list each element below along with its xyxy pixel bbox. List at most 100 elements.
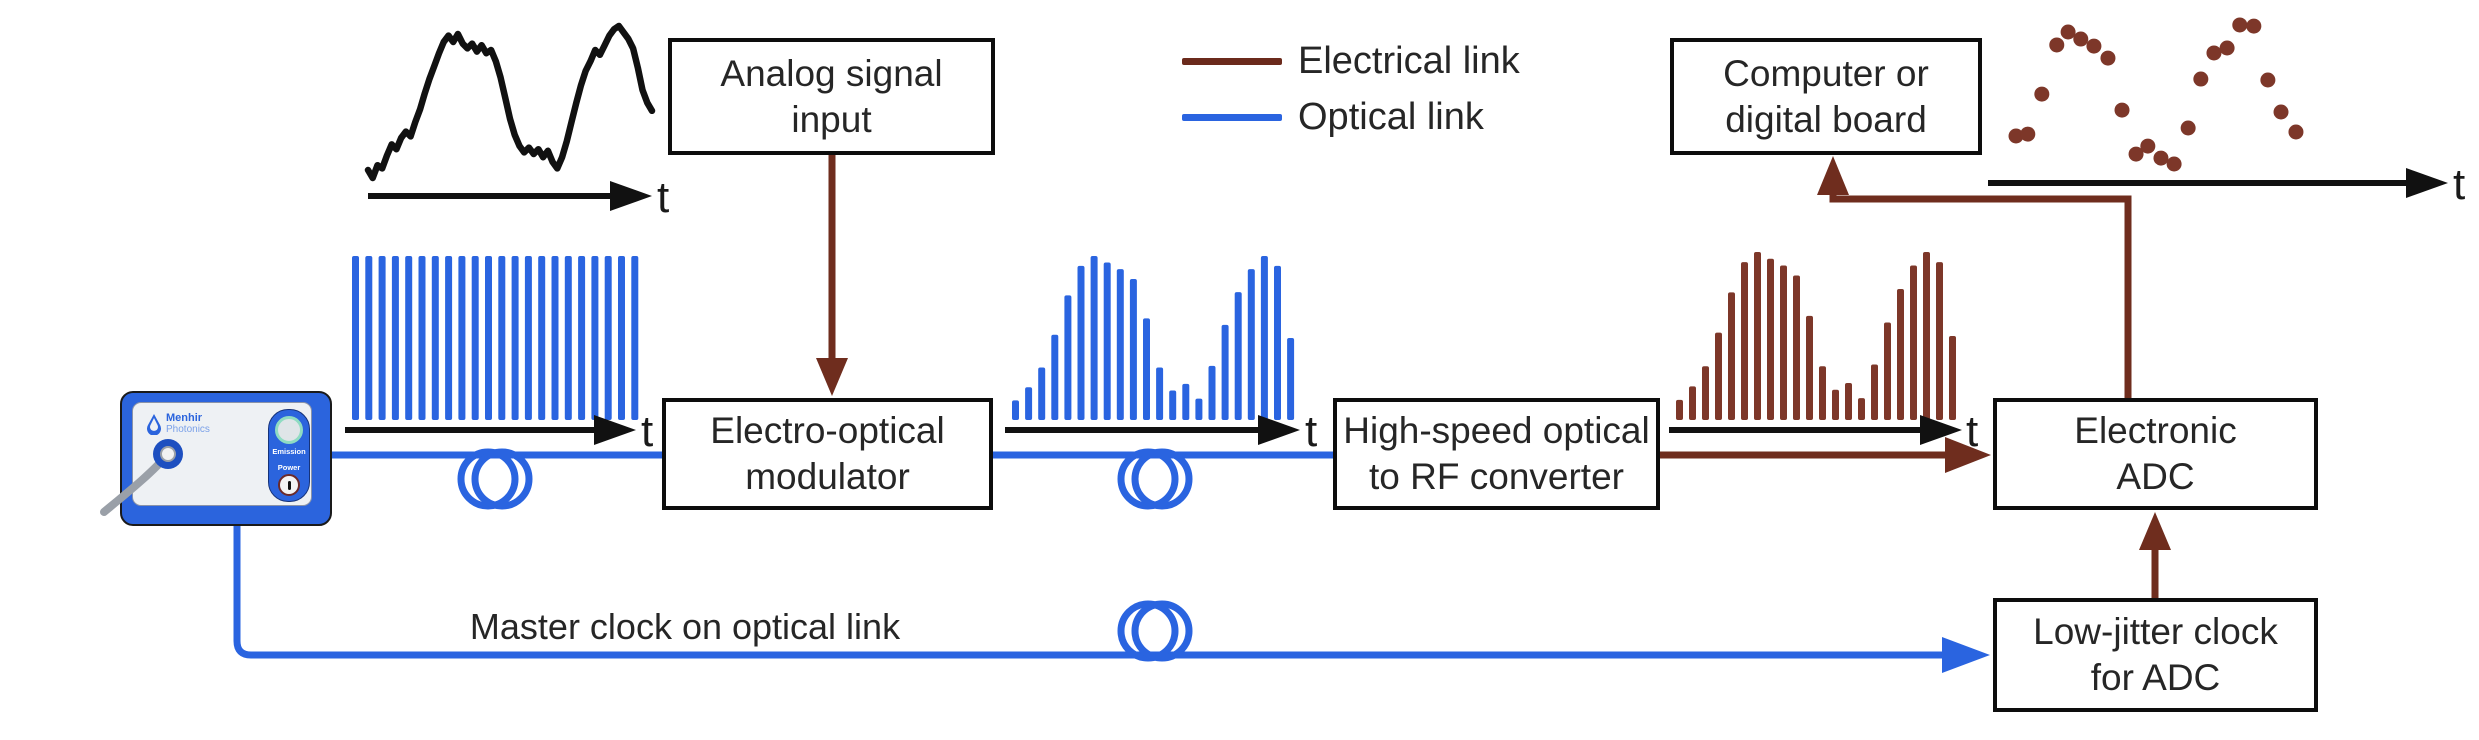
sample-dot — [2206, 45, 2222, 61]
analog-waveform — [364, 22, 656, 182]
laser-pulse — [564, 256, 572, 420]
modulated-optical-pulse — [1234, 292, 1242, 420]
optical-link-master-clock — [233, 522, 1945, 659]
sample-dot — [2232, 17, 2248, 33]
brand-line2: Photonics — [166, 423, 210, 435]
modulated-electrical-pulse — [1793, 275, 1800, 420]
key-slot — [287, 480, 291, 490]
time-axis-label: t — [1305, 407, 1317, 456]
modulated-optical-pulse — [1064, 295, 1072, 420]
modulated-optical-pulse — [1208, 365, 1216, 420]
legend-label-optical: Optical link — [1298, 95, 1484, 138]
electrical-arrowhead-modulator — [816, 358, 848, 396]
sample-dot — [2166, 156, 2182, 172]
modulated-electrical-pulse — [1676, 399, 1683, 420]
emission-label: Emission — [272, 447, 306, 456]
node-optical-to-rf-converter: High-speed optical to RF converter — [1333, 398, 1660, 510]
plot-analog-signal: t — [364, 22, 669, 222]
modulated-optical-pulse — [1012, 400, 1019, 420]
laser-pulse — [485, 256, 492, 420]
modulated-optical-pulse — [1129, 278, 1137, 420]
modulated-optical-pulse — [1274, 265, 1281, 420]
electrical-arrowhead-computer — [1817, 156, 1849, 195]
modulated-optical-pulse — [1287, 338, 1295, 420]
modulated-pulse-bars — [1012, 256, 1295, 420]
modulated-electrical-pulse — [1819, 366, 1826, 420]
fiber-cable — [100, 450, 172, 516]
sample-dot — [2153, 150, 2169, 166]
modulated-electrical-pulse — [1871, 364, 1878, 420]
master-clock-caption: Master clock on optical link — [469, 606, 901, 647]
modulated-electrical-pulse — [1897, 288, 1904, 420]
sample-dot — [2060, 24, 2076, 40]
modulated-optical-pulse — [1260, 256, 1268, 420]
node-computer-digital-board: Computer or digital board — [1670, 38, 1982, 155]
modulated-optical-pulse — [1116, 269, 1124, 420]
sample-dot — [2049, 37, 2065, 53]
laser-pulse — [418, 256, 426, 420]
modulated-electrical-pulse — [1858, 398, 1865, 420]
laser-pulse — [604, 256, 612, 420]
sample-dots — [2008, 17, 2304, 172]
modulated-optical-pulse — [1038, 367, 1046, 420]
time-axis-label: t — [641, 407, 653, 456]
fiber-coil-2 — [1117, 448, 1193, 510]
sample-dot — [2180, 120, 2196, 136]
modulated-electrical-pulse — [1806, 315, 1813, 420]
time-axis-arrowhead — [594, 415, 636, 445]
modulated-electrical-pulse — [1780, 265, 1787, 420]
modulated-electrical-pulse — [1728, 292, 1735, 420]
legend-row-optical: Optical link — [1182, 94, 1520, 140]
sample-dot — [2073, 31, 2089, 47]
modulated-optical-pulse — [1169, 390, 1177, 420]
modulated-electrical-pulse — [1767, 258, 1774, 420]
laser-pulse — [431, 256, 439, 420]
modulated-electrical-pulse — [1845, 383, 1852, 420]
electrical-link-swatch — [1182, 57, 1282, 65]
modulated-electrical-pulse — [1923, 252, 1930, 420]
control-strip: Emission Power — [268, 409, 310, 502]
sample-dot — [2260, 72, 2276, 88]
modulated-electrical-pulse — [1689, 386, 1696, 420]
laser-pulse — [378, 256, 386, 420]
laser-pulse — [391, 256, 399, 420]
plot-modulated-optical-pulses: t — [1005, 256, 1317, 456]
legend-label-electrical: Electrical link — [1298, 39, 1520, 82]
optical-link-swatch — [1182, 113, 1282, 121]
modulated-electrical-pulse — [1884, 322, 1891, 420]
modulated-optical-pulse — [1090, 256, 1098, 420]
modulated-optical-pulse — [1182, 383, 1190, 420]
laser-pulse — [591, 256, 599, 420]
analog-wave-path — [364, 22, 656, 182]
electrical-arrowhead-adc — [1945, 437, 1991, 473]
laser-pulse — [618, 256, 625, 420]
time-axis-arrowhead — [1920, 415, 1962, 445]
laser-pulse — [405, 256, 413, 420]
laser-pulse — [551, 256, 559, 420]
modulated-electrical-pulse — [1936, 262, 1943, 420]
modulated-optical-pulse — [1077, 265, 1085, 420]
laser-pulse — [538, 256, 546, 420]
legend: Electrical link Optical link — [1182, 38, 1520, 150]
sample-dot — [2193, 71, 2209, 87]
laser-pulse — [631, 256, 639, 420]
power-key-switch[interactable] — [278, 474, 300, 496]
laser-pulse — [578, 256, 586, 420]
modulated-optical-pulse — [1156, 367, 1164, 420]
optical-arrowhead-clock — [1942, 637, 1990, 673]
modulated-electrical-pulse — [1754, 252, 1761, 420]
time-axis-arrowhead — [1258, 415, 1300, 445]
laser-pulse — [471, 256, 479, 420]
laser-pulse — [365, 256, 373, 420]
sample-dot — [2128, 146, 2144, 162]
laser-pulse — [458, 256, 466, 420]
sample-dot — [2086, 38, 2102, 54]
plot-modulated-electrical-pulses: t — [1669, 252, 1978, 456]
time-axis-arrowhead — [610, 181, 652, 211]
modulated-electrical-pulse — [1715, 332, 1722, 420]
modulated-optical-pulse — [1051, 334, 1059, 420]
sample-dot — [2273, 104, 2289, 120]
laser-pulse — [352, 256, 359, 420]
modulated-optical-pulse — [1247, 269, 1255, 420]
